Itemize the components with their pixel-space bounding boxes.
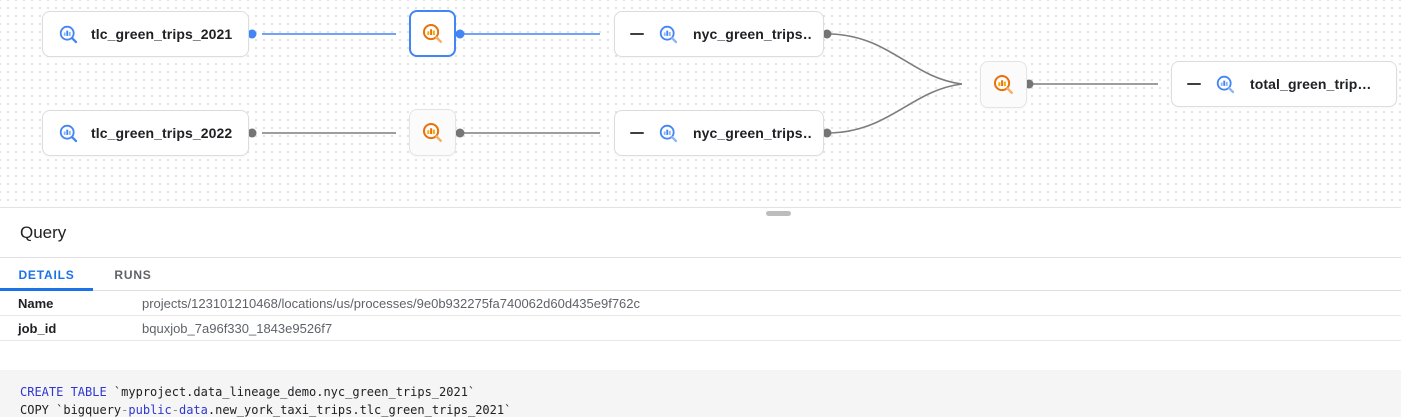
lineage-canvas[interactable]: tlc_green_trips_2021 tlc_green_trips_202… [0,0,1401,208]
row-value-jobid: bquxjob_7a96f330_1843e9526f7 [142,320,333,336]
node-total-green-trips[interactable]: total_green_trip… [1171,61,1397,107]
collapse-minus-icon[interactable] [630,32,644,36]
bigquery-table-icon [658,123,679,144]
row-value-name: projects/123101210468/locations/us/proce… [142,295,641,311]
node-label: tlc_green_trips_2022 [91,125,233,141]
sql-delimiter: - [171,403,179,417]
panel-resize-handle[interactable] [766,211,791,216]
node-label: total_green_trip… [1250,76,1372,92]
output-port-tlc2022 [247,128,257,138]
bigquery-table-icon [58,24,79,45]
node-tlc-green-trips-2021[interactable]: tlc_green_trips_2021 [42,11,249,57]
bigquery-process-icon [992,73,1015,96]
output-port-nyc2021 [822,29,832,39]
tab-bar: DETAILS RUNS [0,258,1401,291]
sql-keyword: data [178,403,208,417]
node-process-copy-2021[interactable] [409,10,456,57]
sql-keyword: public [128,403,172,417]
node-label: tlc_green_trips_2021 [91,26,233,42]
row-label-jobid: job_id [18,320,57,336]
sql-line-1: CREATE TABLE `myproject.data_lineage_dem… [20,383,1401,401]
collapse-minus-icon[interactable] [1187,82,1201,86]
bigquery-process-icon [421,121,444,144]
sql-delimiter: - [121,403,129,417]
node-tlc-green-trips-2022[interactable]: tlc_green_trips_2022 [42,110,249,156]
sql-text: `myproject.data_lineage_demo.nyc_green_t… [106,385,476,399]
bigquery-table-icon [1215,74,1236,95]
node-label: nyc_green_trips… [693,26,811,42]
table-row: job_id bquxjob_7a96f330_1843e9526f7 [0,316,1401,341]
output-port-process2 [455,128,465,138]
edge-nyc2022-to-merge [830,83,963,134]
sql-line-2: COPY `bigquery-public-data.new_york_taxi… [20,401,1401,417]
sql-keyword: CREATE TABLE [20,385,107,399]
node-nyc-green-trips-2022[interactable]: nyc_green_trips… [614,110,824,156]
node-label: nyc_green_trips… [693,125,811,141]
panel-title: Query [20,223,67,242]
output-port-process1 [455,29,465,39]
panel-header: Query [0,209,1401,258]
collapse-minus-icon[interactable] [630,131,644,135]
bigquery-process-icon [421,22,444,45]
tab-details[interactable]: DETAILS [0,258,93,291]
sql-text: .new_york_taxi_trips.tlc_green_trips_202… [207,403,512,417]
sql-code-block: CREATE TABLE `myproject.data_lineage_dem… [0,370,1401,417]
output-port-nyc2022 [822,128,832,138]
output-port-tlc2021 [247,29,257,39]
node-process-merge[interactable] [980,61,1027,108]
details-table: Name projects/123101210468/locations/us/… [0,291,1401,341]
bigquery-table-icon [58,123,79,144]
details-panel: Query DETAILS RUNS Name projects/1231012… [0,209,1401,417]
bigquery-table-icon [658,24,679,45]
tab-runs[interactable]: RUNS [114,267,152,282]
edge-nyc2021-to-merge [830,33,963,85]
node-nyc-green-trips-2021[interactable]: nyc_green_trips… [614,11,824,57]
table-row: Name projects/123101210468/locations/us/… [0,291,1401,316]
row-label-name: Name [18,295,54,311]
sql-text: COPY `bigquery [20,403,122,417]
node-process-copy-2022[interactable] [409,109,456,156]
